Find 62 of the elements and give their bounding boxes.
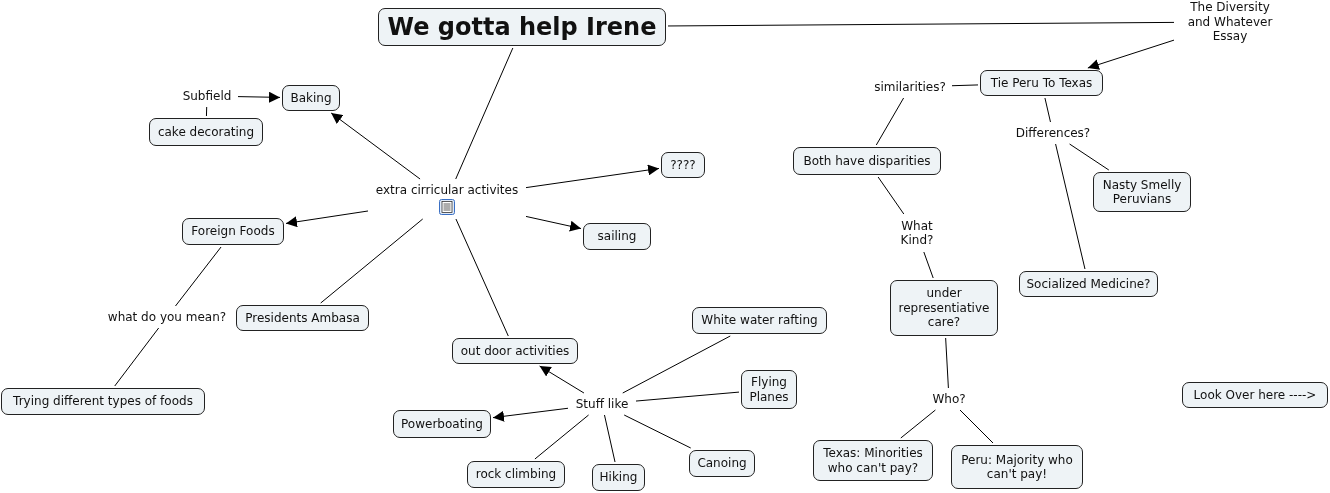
- connector-line: [1069, 143, 1110, 171]
- linking-phrase: Stuff like: [575, 396, 629, 412]
- connector-line: [205, 106, 208, 117]
- connector-line: [175, 246, 222, 307]
- connector-line: [900, 409, 936, 439]
- concept-box: Flying Planes: [741, 370, 797, 409]
- concept-box: Hiking: [592, 464, 645, 491]
- concept-box: Both have disparities: [793, 147, 941, 175]
- connector-line: [1055, 143, 1086, 270]
- linking-phrase: Who?: [932, 391, 966, 407]
- connector-line: [603, 414, 616, 463]
- linking-phrase: Differences?: [1015, 125, 1091, 141]
- connector-line: [455, 218, 509, 337]
- connector-line: [622, 335, 731, 394]
- connector-line: [667, 21, 1175, 27]
- arrow: [525, 164, 660, 189]
- connector-line: [320, 218, 424, 304]
- connector-line: [534, 414, 590, 460]
- concept-box: Presidents Ambasa: [236, 305, 369, 331]
- linking-phrase: Subfield: [182, 88, 232, 104]
- concept-box: Foreign Foods: [182, 218, 284, 245]
- concept-box: cake decorating: [149, 118, 263, 146]
- concept-box: Peru: Majority who can't pay!: [951, 445, 1083, 489]
- concept-box: Socialized Medicine?: [1019, 271, 1158, 297]
- concept-box: White water rafting: [692, 307, 827, 334]
- linking-phrase: what do you mean?: [107, 309, 227, 325]
- concept-box: Canoing: [689, 450, 755, 477]
- concept-box: Baking: [282, 85, 340, 111]
- connector-line: [455, 47, 514, 180]
- concept-box: sailing: [583, 223, 651, 250]
- concept-box: Powerboating: [393, 410, 491, 438]
- connector-line: [951, 84, 979, 87]
- connector-line: [945, 337, 949, 389]
- concept-box: Trying different types of foods: [1, 388, 205, 415]
- connector-line: [875, 97, 905, 146]
- concept-box: Tie Peru To Texas: [980, 70, 1103, 96]
- linking-phrase: The Diversity and Whatever Essay: [1186, 0, 1274, 44]
- connector-line: [623, 414, 692, 449]
- concept-box: rock climbing: [467, 461, 565, 488]
- concept-box: Texas: Minorities who can't pay?: [813, 440, 933, 481]
- linking-phrase: similarities?: [874, 79, 946, 95]
- concept-box: Nasty Smelly Peruvians: [1093, 172, 1191, 212]
- connector-line: [877, 176, 905, 215]
- linking-phrase: What Kind?: [899, 218, 935, 248]
- concept-box: ????: [661, 152, 705, 178]
- main-concept-box: We gotta help Irene: [378, 8, 666, 46]
- connector-line: [923, 251, 934, 279]
- arrow: [285, 210, 369, 228]
- connector-line: [114, 327, 160, 387]
- arrow: [492, 407, 569, 422]
- concept-box: Look Over here ---->: [1182, 382, 1328, 408]
- connector-line: [959, 409, 994, 444]
- concept-box: under representiative care?: [890, 280, 998, 336]
- arrow: [1087, 39, 1175, 70]
- linking-phrase: extra cirricular activites: [375, 182, 519, 198]
- concept-box: out door activities: [452, 338, 578, 364]
- arrow: [330, 112, 421, 180]
- arrow: [237, 91, 281, 103]
- connector-line: [635, 391, 740, 402]
- arrow: [525, 215, 582, 232]
- connector-line: [1044, 97, 1051, 123]
- arrow: [539, 365, 585, 394]
